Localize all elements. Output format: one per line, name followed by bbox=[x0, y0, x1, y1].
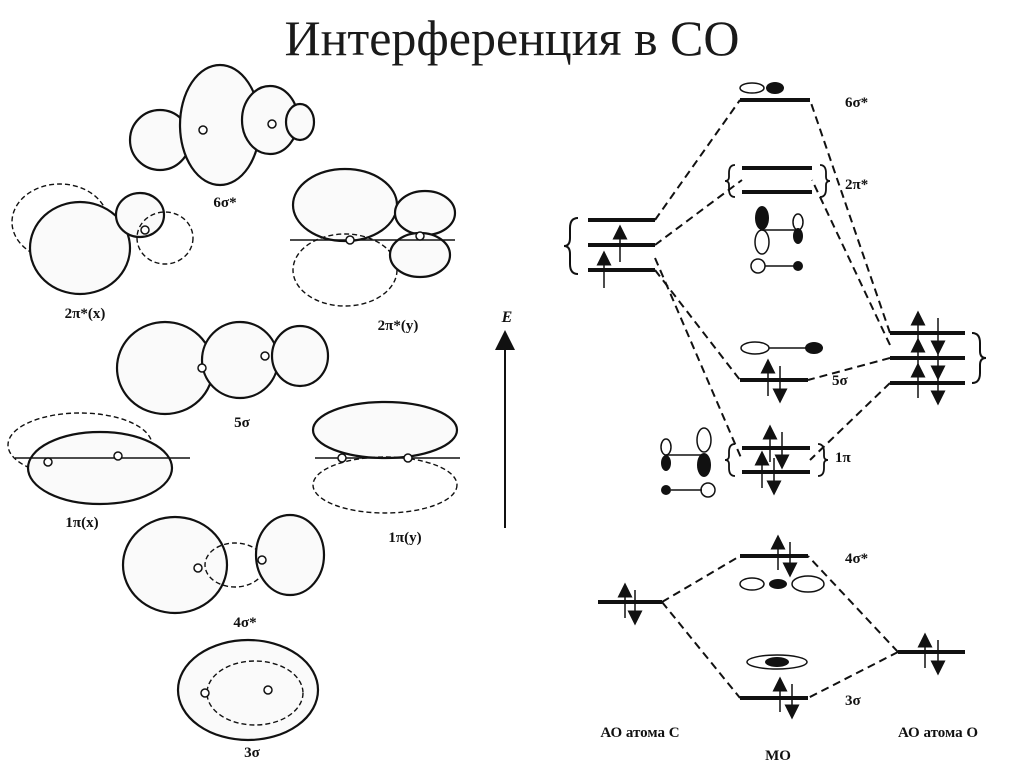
footer-mo: МО bbox=[765, 748, 791, 764]
mo-2pi-levels bbox=[724, 164, 831, 274]
o-2s-level bbox=[898, 632, 965, 676]
orbital-label-4sigma: 4σ* bbox=[233, 615, 256, 631]
mo-1pi-levels bbox=[660, 424, 829, 498]
orbital-label-6sigma: 6σ* bbox=[213, 195, 236, 211]
c-2p-levels bbox=[563, 217, 655, 288]
mo-label-6sigma: 6σ* bbox=[845, 95, 868, 111]
orbital-3sigma bbox=[176, 638, 320, 742]
c-2s-level bbox=[598, 582, 662, 626]
mo-label-5sigma: 5σ bbox=[832, 373, 849, 389]
orbital-6sigma-star bbox=[128, 63, 316, 187]
mo-label-1pi: 1π bbox=[835, 450, 852, 466]
correlation-lines bbox=[654, 99, 899, 699]
orbital-4sigma-star bbox=[121, 513, 326, 615]
orbital-1pi-y bbox=[311, 400, 460, 514]
footer-ao-c: АО атома С bbox=[600, 725, 679, 741]
mo-3sigma-level bbox=[740, 654, 808, 720]
mo-4sigma-level bbox=[739, 534, 825, 593]
mo-label-4sigma: 4σ* bbox=[845, 551, 868, 567]
orbital-label-2pi-y: 2π*(y) bbox=[378, 318, 419, 334]
orbital-2pi-star-y bbox=[290, 167, 457, 307]
mo-label-2pi: 2π* bbox=[845, 177, 868, 193]
orbital-label-5sigma: 5σ bbox=[234, 415, 251, 431]
orbital-label-1pi-x: 1π(x) bbox=[65, 515, 98, 531]
orbital-label-2pi-x: 2π*(x) bbox=[65, 306, 106, 322]
slide-title: Интерференция в СО bbox=[284, 10, 740, 66]
orbital-label-3sigma: 3σ bbox=[244, 745, 261, 761]
mo-5sigma-level bbox=[740, 341, 823, 404]
mo-6sigma-level bbox=[739, 82, 810, 102]
orbital-5sigma bbox=[115, 320, 330, 416]
footer-ao-o: АО атома О bbox=[898, 725, 978, 741]
orbital-2pi-star-x bbox=[11, 183, 194, 296]
energy-axis-label: E bbox=[501, 309, 513, 326]
orbital-1pi-x bbox=[7, 412, 190, 506]
orbital-label-1pi-y: 1π(y) bbox=[388, 530, 421, 546]
mo-label-3sigma: 3σ bbox=[845, 693, 862, 709]
o-2p-levels bbox=[890, 310, 987, 406]
